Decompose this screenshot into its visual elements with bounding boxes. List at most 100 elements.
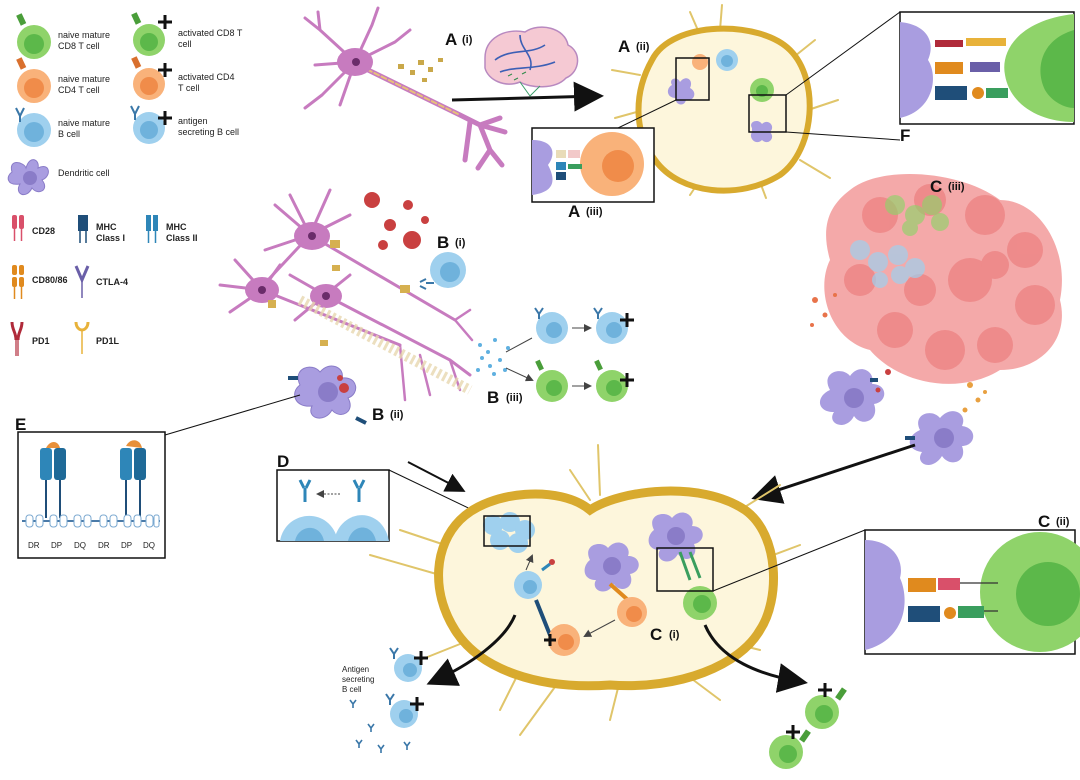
legend-ctla4-label: CTLA-4 bbox=[96, 277, 128, 287]
neuron-a bbox=[303, 6, 508, 171]
panel-b-i: B (i) bbox=[218, 188, 474, 402]
legend-mhc1-label-2: Class I bbox=[96, 233, 125, 243]
panel-e: E DR DP DQ DR DP DQ bbox=[15, 415, 166, 559]
label-b-ii-letter: B bbox=[372, 405, 384, 424]
zoom-box-a-iii bbox=[675, 57, 710, 101]
legend-activated-cd4: activated CD4 T cell bbox=[131, 56, 235, 100]
zoom-line-e bbox=[164, 394, 301, 436]
arrow-a-i-to-a-ii bbox=[451, 81, 604, 112]
lymph-node-c-vessels bbox=[369, 444, 801, 736]
hla-label-dp-1: DP bbox=[51, 541, 62, 550]
legend-pd1: PD1 bbox=[10, 321, 50, 356]
panel-f: F bbox=[899, 11, 1075, 145]
legend-cd8-label-1: naive mature bbox=[58, 30, 110, 40]
legend-cd28: CD28 bbox=[12, 215, 55, 241]
legend-cd8-label-2: CD8 T cell bbox=[58, 41, 100, 51]
asc-label-2: secreting bbox=[342, 675, 374, 684]
antigen-clusters-b bbox=[268, 240, 410, 346]
panel-c-i: C (i) bbox=[369, 444, 866, 736]
arrow-to-cd8 bbox=[703, 624, 808, 693]
label-e-letter: E bbox=[15, 415, 26, 434]
label-b-iii-sub: (iii) bbox=[506, 392, 523, 404]
zoom-box-f bbox=[748, 94, 787, 133]
label-a-ii-sub: (ii) bbox=[636, 41, 650, 53]
hla-label-dr-1: DR bbox=[28, 541, 40, 550]
label-b-ii-sub: (ii) bbox=[390, 409, 404, 421]
legend-mhc2: MHC Class II bbox=[146, 215, 198, 243]
legend-asc-label-1: antigen bbox=[178, 116, 208, 126]
antigen-particles-a bbox=[398, 58, 443, 82]
legend-asc-label-2: secreting B cell bbox=[178, 127, 239, 137]
legend-cd80-label: CD80/86 bbox=[32, 275, 68, 285]
label-d-letter: D bbox=[277, 452, 289, 471]
panel-d: D bbox=[276, 452, 484, 542]
legend-pd1l: PD1L bbox=[74, 321, 120, 354]
virus-particles bbox=[364, 192, 429, 250]
label-c-i-sub: (i) bbox=[669, 629, 680, 641]
hla-label-dp-2: DP bbox=[121, 541, 132, 550]
legend-asc: antigen secreting B cell bbox=[130, 105, 239, 144]
legend-act-cd4-label-2: T cell bbox=[178, 83, 199, 93]
legend-mhc2-label-2: Class II bbox=[166, 233, 198, 243]
legend-pd1-label: PD1 bbox=[32, 336, 50, 346]
legend-cd8-cell: naive mature CD8 T cell bbox=[16, 13, 110, 59]
arrow-to-asc bbox=[426, 614, 517, 686]
legend-mhc1: MHC Class I bbox=[78, 215, 125, 243]
legend-pd1l-label: PD1L bbox=[96, 336, 120, 346]
legend-act-cd8-label-2: cell bbox=[178, 39, 192, 49]
panel-a-iii: A (iii) bbox=[531, 127, 655, 221]
legend-bcell-label-2: B cell bbox=[58, 129, 80, 139]
legend-ctla4: CTLA-4 bbox=[74, 265, 128, 298]
tumor-dendritic-cells bbox=[819, 369, 974, 465]
arrow-to-node-c bbox=[407, 461, 466, 492]
hla-label-dr-2: DR bbox=[98, 541, 110, 550]
asc-output: Antigen secreting B cell bbox=[342, 647, 428, 753]
legend-bcell-label-1: naive mature bbox=[58, 118, 110, 128]
legend-bcell: naive mature B cell bbox=[15, 107, 110, 147]
mhc-ii-molecule-1 bbox=[40, 442, 66, 518]
panel-a-ii: A (ii) bbox=[611, 4, 901, 199]
legend-mhc2-label-1: MHC bbox=[166, 222, 187, 232]
label-a-iii-sub: (iii) bbox=[586, 206, 603, 218]
label-a-i-letter: A bbox=[445, 30, 457, 49]
legend-cd4-cell: naive mature CD4 T cell bbox=[16, 57, 110, 103]
cd8-output bbox=[769, 683, 847, 769]
legend-dendritic-label: Dendritic cell bbox=[58, 168, 110, 178]
legend-act-cd4-label-1: activated CD4 bbox=[178, 72, 235, 82]
legend-mhc1-label-1: MHC bbox=[96, 222, 117, 232]
legend-act-cd8-label-1: activated CD8 T bbox=[178, 28, 243, 38]
zoom-box-d bbox=[483, 515, 531, 547]
legend-cd28-label: CD28 bbox=[32, 226, 55, 236]
hla-label-dq-2: DQ bbox=[143, 541, 155, 550]
panel-a-i: A (i) bbox=[303, 6, 604, 171]
panel-c-iii: C (iii) bbox=[751, 173, 1062, 504]
legend-cd4-label-2: CD4 T cell bbox=[58, 85, 100, 95]
label-c-i-letter: C bbox=[650, 625, 662, 644]
label-f-letter: F bbox=[900, 126, 910, 145]
legend-dendritic: Dendritic cell bbox=[7, 159, 110, 196]
label-a-ii-letter: A bbox=[618, 37, 630, 56]
label-b-iii-letter: B bbox=[487, 388, 499, 407]
zoom-box-c-ii bbox=[656, 547, 714, 592]
legend-cd4-label-1: naive mature bbox=[58, 74, 110, 84]
asc-label-3: B cell bbox=[342, 685, 362, 694]
label-b-i-letter: B bbox=[437, 233, 449, 252]
antibody-dots bbox=[476, 338, 510, 376]
legend-activated-cd8: activated CD8 T cell bbox=[131, 12, 243, 56]
label-c-ii-letter: C bbox=[1038, 512, 1050, 531]
asc-label-1: Antigen bbox=[342, 665, 369, 674]
label-c-iii-letter: C bbox=[930, 177, 942, 196]
hla-label-dq-1: DQ bbox=[74, 541, 86, 550]
brain-icon bbox=[484, 26, 579, 97]
panel-c-ii: C (ii) bbox=[864, 512, 1080, 655]
panel-b-iii: B (iii) bbox=[476, 307, 634, 407]
label-a-iii-letter: A bbox=[568, 202, 580, 221]
legend: naive mature CD8 T cell naive mature CD4… bbox=[7, 12, 243, 356]
label-a-i-sub: (i) bbox=[462, 34, 473, 46]
label-b-i-sub: (i) bbox=[455, 237, 466, 249]
label-c-iii-sub: (iii) bbox=[948, 181, 965, 193]
panel-b-ii: B (ii) bbox=[164, 365, 404, 436]
legend-cd80: CD80/86 bbox=[12, 265, 68, 299]
